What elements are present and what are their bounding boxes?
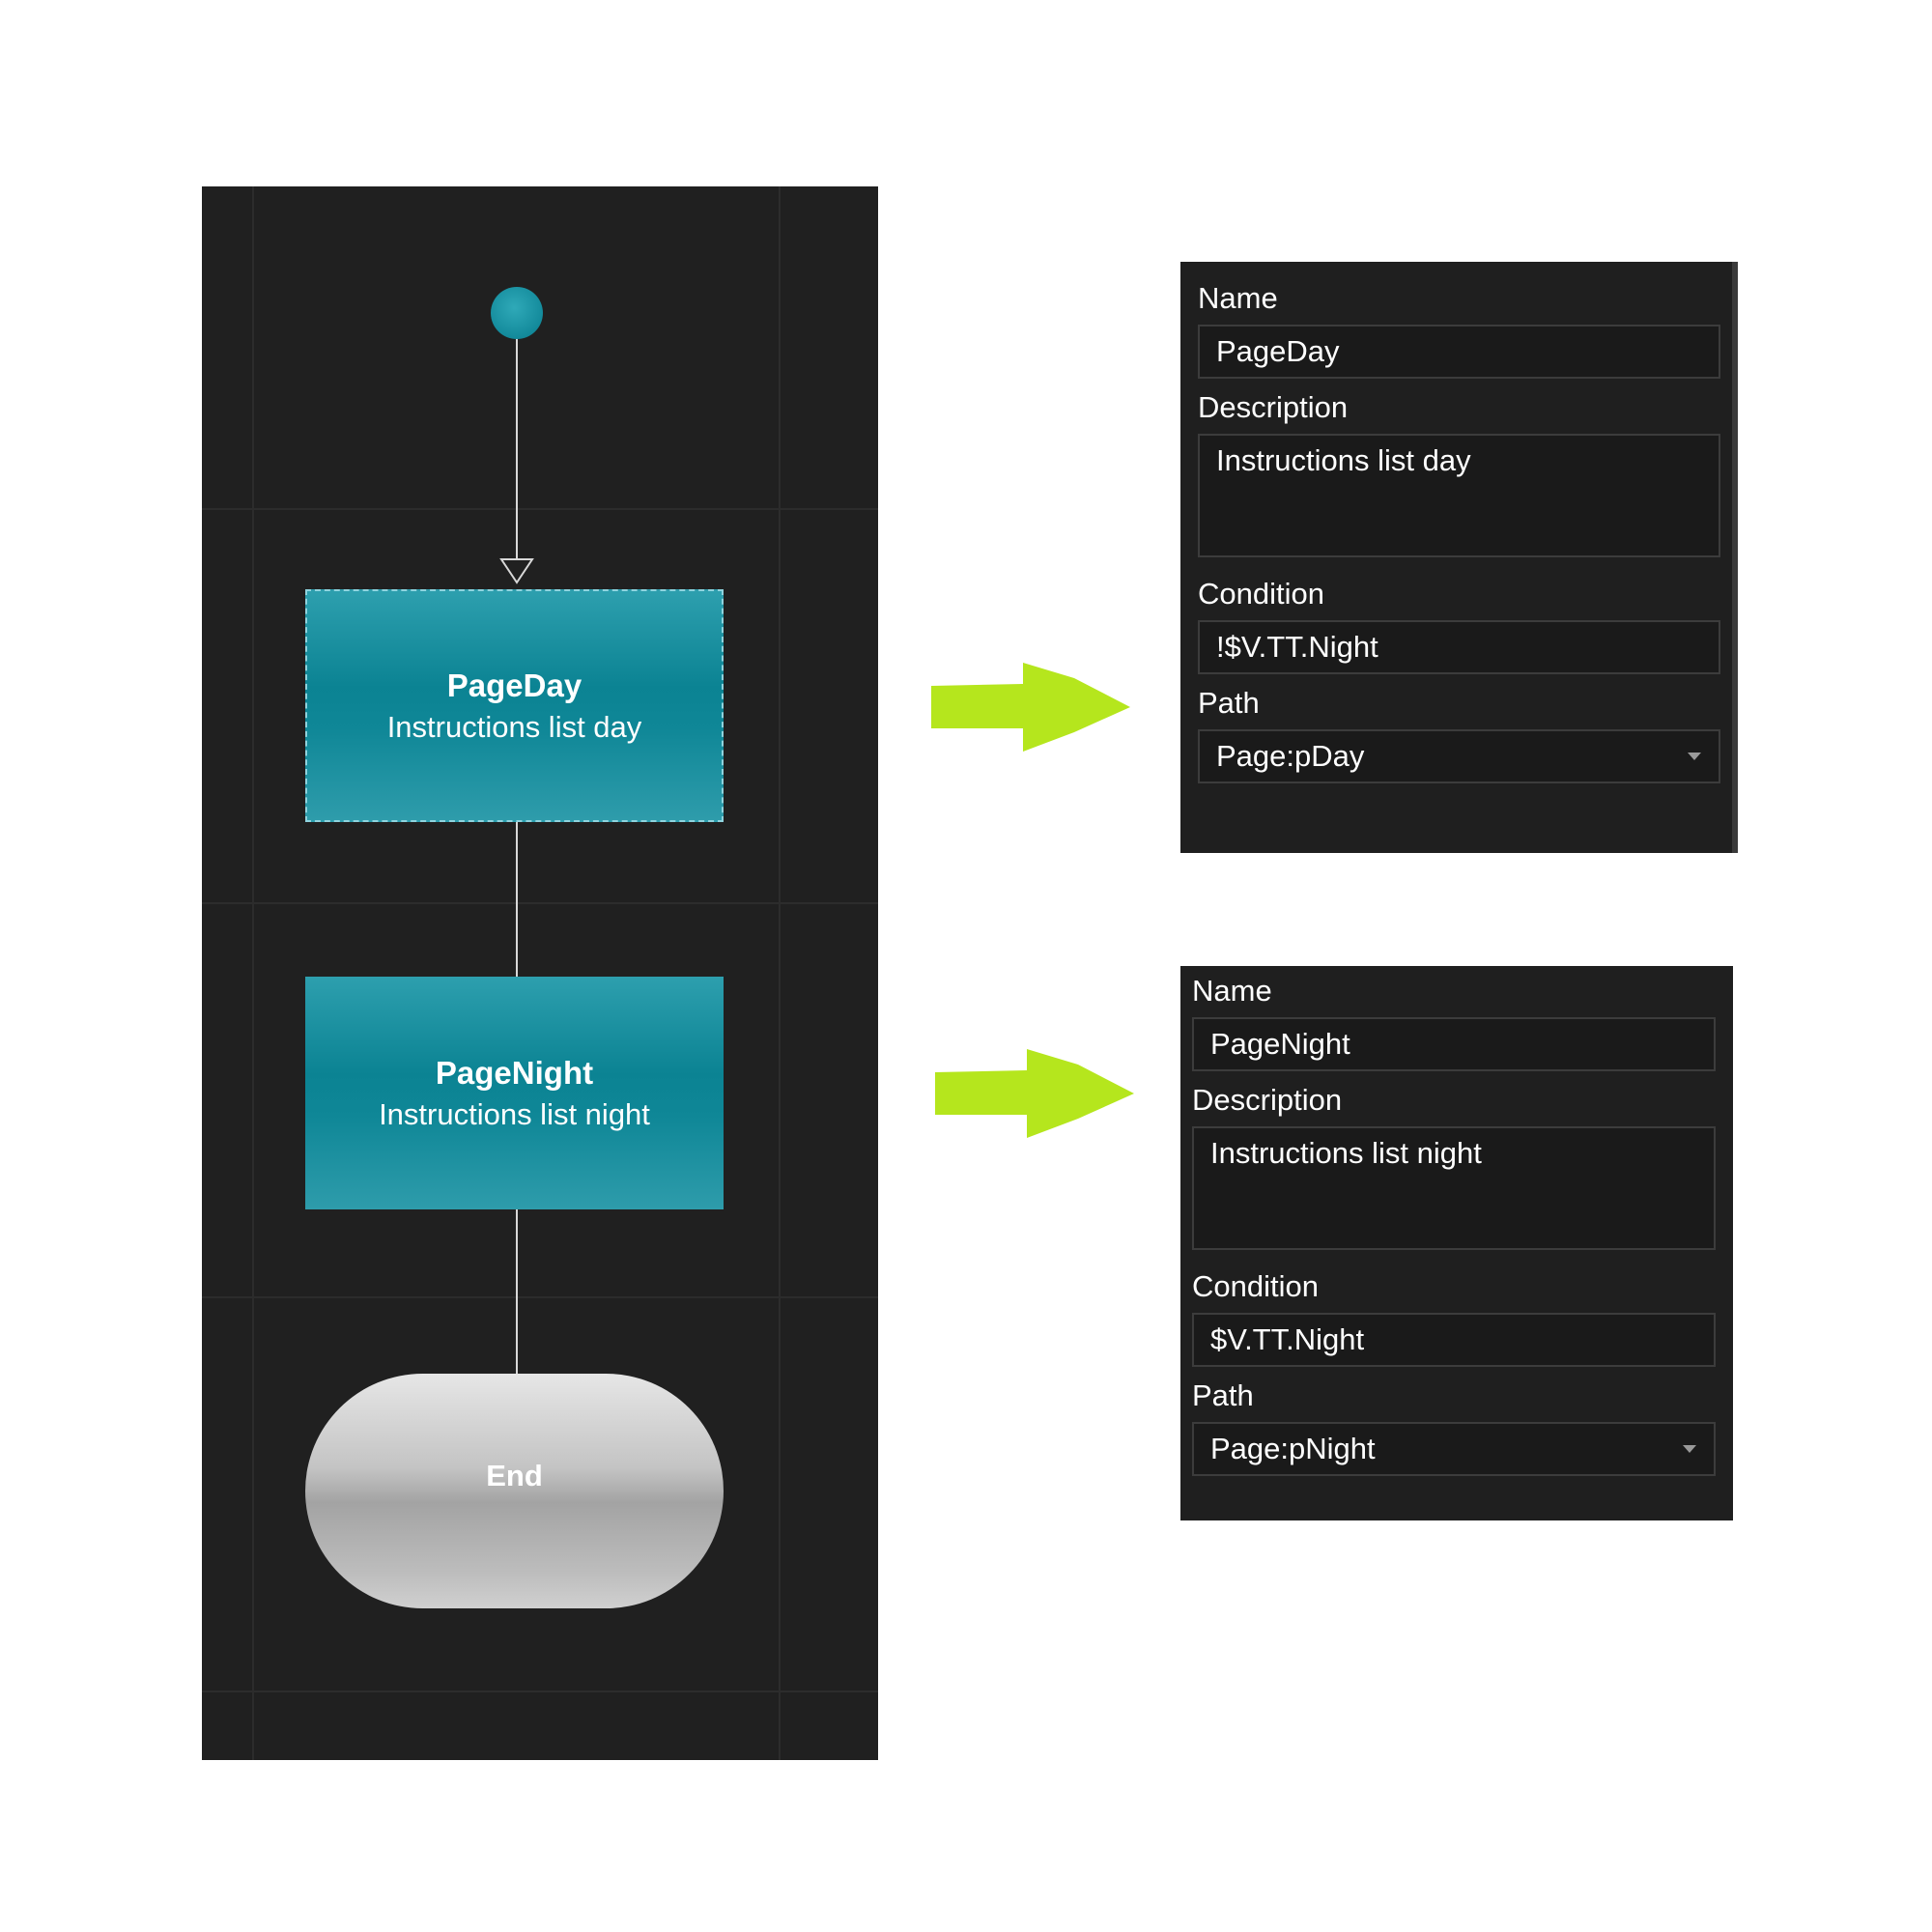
grid-line — [252, 186, 254, 1760]
grid-line — [202, 902, 878, 904]
name-value: PageDay — [1216, 334, 1340, 368]
path-value: Page:pDay — [1216, 739, 1365, 773]
pointer-arrow-icon — [931, 663, 1130, 752]
grid-line — [202, 1690, 878, 1692]
path-label: Path — [1198, 686, 1260, 720]
state-node-pageday[interactable]: PageDay Instructions list day — [305, 589, 724, 822]
path-dropdown[interactable]: Page:pDay — [1198, 729, 1720, 783]
grid-line — [202, 1296, 878, 1298]
condition-value: !$V.TT.Night — [1216, 630, 1378, 664]
start-node[interactable] — [491, 287, 543, 339]
transition-line[interactable] — [516, 337, 518, 559]
arrow-head-icon — [499, 558, 534, 584]
transition-line[interactable] — [516, 1209, 518, 1376]
condition-field[interactable]: !$V.TT.Night — [1198, 620, 1720, 674]
grid-line — [202, 508, 878, 510]
end-label: End — [486, 1459, 543, 1492]
name-label: Name — [1198, 281, 1278, 315]
transition-line[interactable] — [516, 822, 518, 977]
description-label: Description — [1192, 1083, 1343, 1117]
condition-label: Condition — [1198, 577, 1324, 611]
name-label: Name — [1192, 974, 1272, 1008]
description-value: Instructions list night — [1210, 1136, 1482, 1170]
path-value: Page:pNight — [1210, 1432, 1376, 1465]
chevron-down-icon[interactable] — [1683, 1445, 1696, 1453]
state-name: PageNight — [435, 1054, 594, 1091]
description-label: Description — [1198, 390, 1349, 424]
state-description: Instructions list night — [379, 1096, 650, 1131]
condition-field[interactable]: $V.TT.Night — [1192, 1313, 1716, 1367]
name-field[interactable]: PageNight — [1192, 1017, 1716, 1071]
condition-label: Condition — [1192, 1269, 1319, 1303]
description-field[interactable]: Instructions list night — [1192, 1126, 1716, 1250]
state-node-pagenight[interactable]: PageNight Instructions list night — [305, 977, 724, 1209]
state-description: Instructions list day — [386, 709, 642, 744]
end-node[interactable]: End — [305, 1374, 724, 1608]
grid-line — [779, 186, 781, 1760]
state-name: PageDay — [446, 667, 582, 703]
scrollbar[interactable] — [1732, 262, 1738, 853]
pointer-arrow-icon — [935, 1049, 1134, 1138]
chevron-down-icon[interactable] — [1688, 753, 1701, 760]
name-field[interactable]: PageDay — [1198, 325, 1720, 379]
description-value: Instructions list day — [1216, 443, 1471, 477]
description-field[interactable]: Instructions list day — [1198, 434, 1720, 557]
name-value: PageNight — [1210, 1027, 1350, 1061]
path-dropdown[interactable]: Page:pNight — [1192, 1422, 1716, 1476]
workflow-canvas[interactable]: PageDay Instructions list day PageNight … — [202, 186, 878, 1760]
path-label: Path — [1192, 1378, 1254, 1412]
condition-value: $V.TT.Night — [1210, 1322, 1365, 1356]
properties-panel-pagenight: Name PageNight Description Instructions … — [1180, 966, 1733, 1520]
properties-panel-pageday: Name PageDay Description Instructions li… — [1180, 262, 1738, 853]
